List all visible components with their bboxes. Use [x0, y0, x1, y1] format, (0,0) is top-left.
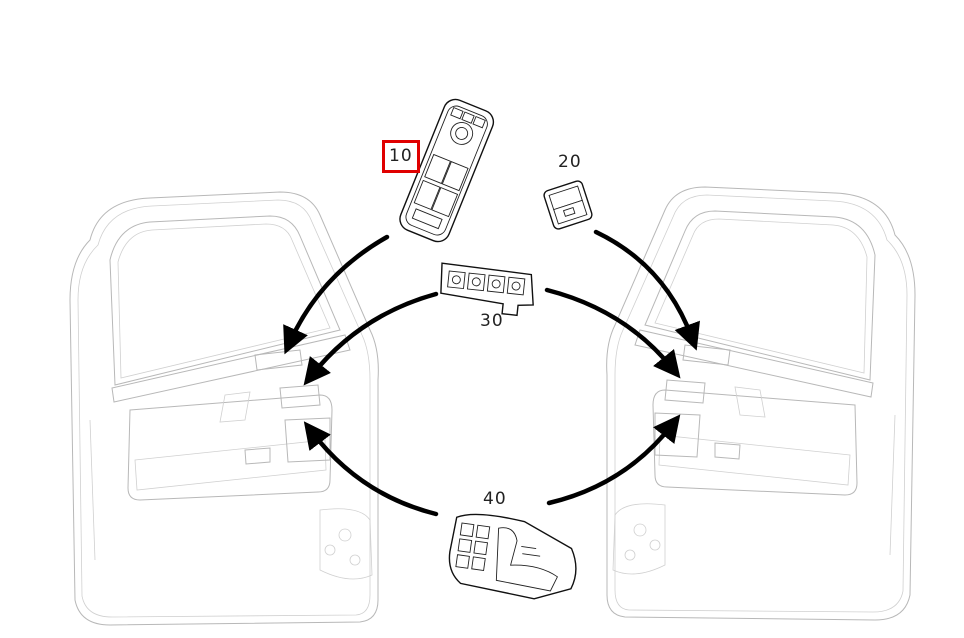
- arrow-40-to-right-door: [546, 414, 681, 506]
- arrow-30-to-left-door: [303, 291, 439, 386]
- callout-label-10[interactable]: 10: [389, 146, 413, 166]
- part-40-seat-control-panel[interactable]: [445, 510, 582, 604]
- right-door-illustration: [606, 186, 916, 621]
- part-30-seat-switch-panel[interactable]: [437, 262, 536, 317]
- left-door-illustration: [69, 191, 379, 626]
- arrow-30-to-right-door: [544, 287, 681, 379]
- part-10-window-switch-panel[interactable]: [396, 96, 497, 245]
- part-20-single-window-switch[interactable]: [543, 180, 593, 230]
- arrow-20-to-right-door: [593, 229, 700, 351]
- arrows: [283, 229, 700, 517]
- callout-label-40[interactable]: 40: [483, 489, 507, 509]
- callout-label-30[interactable]: 30: [480, 311, 504, 331]
- arrow-40-to-left-door: [303, 421, 439, 517]
- callout-label-20[interactable]: 20: [558, 152, 582, 172]
- callout-10-highlight: [382, 140, 420, 173]
- arrow-10-to-left-door: [283, 234, 390, 355]
